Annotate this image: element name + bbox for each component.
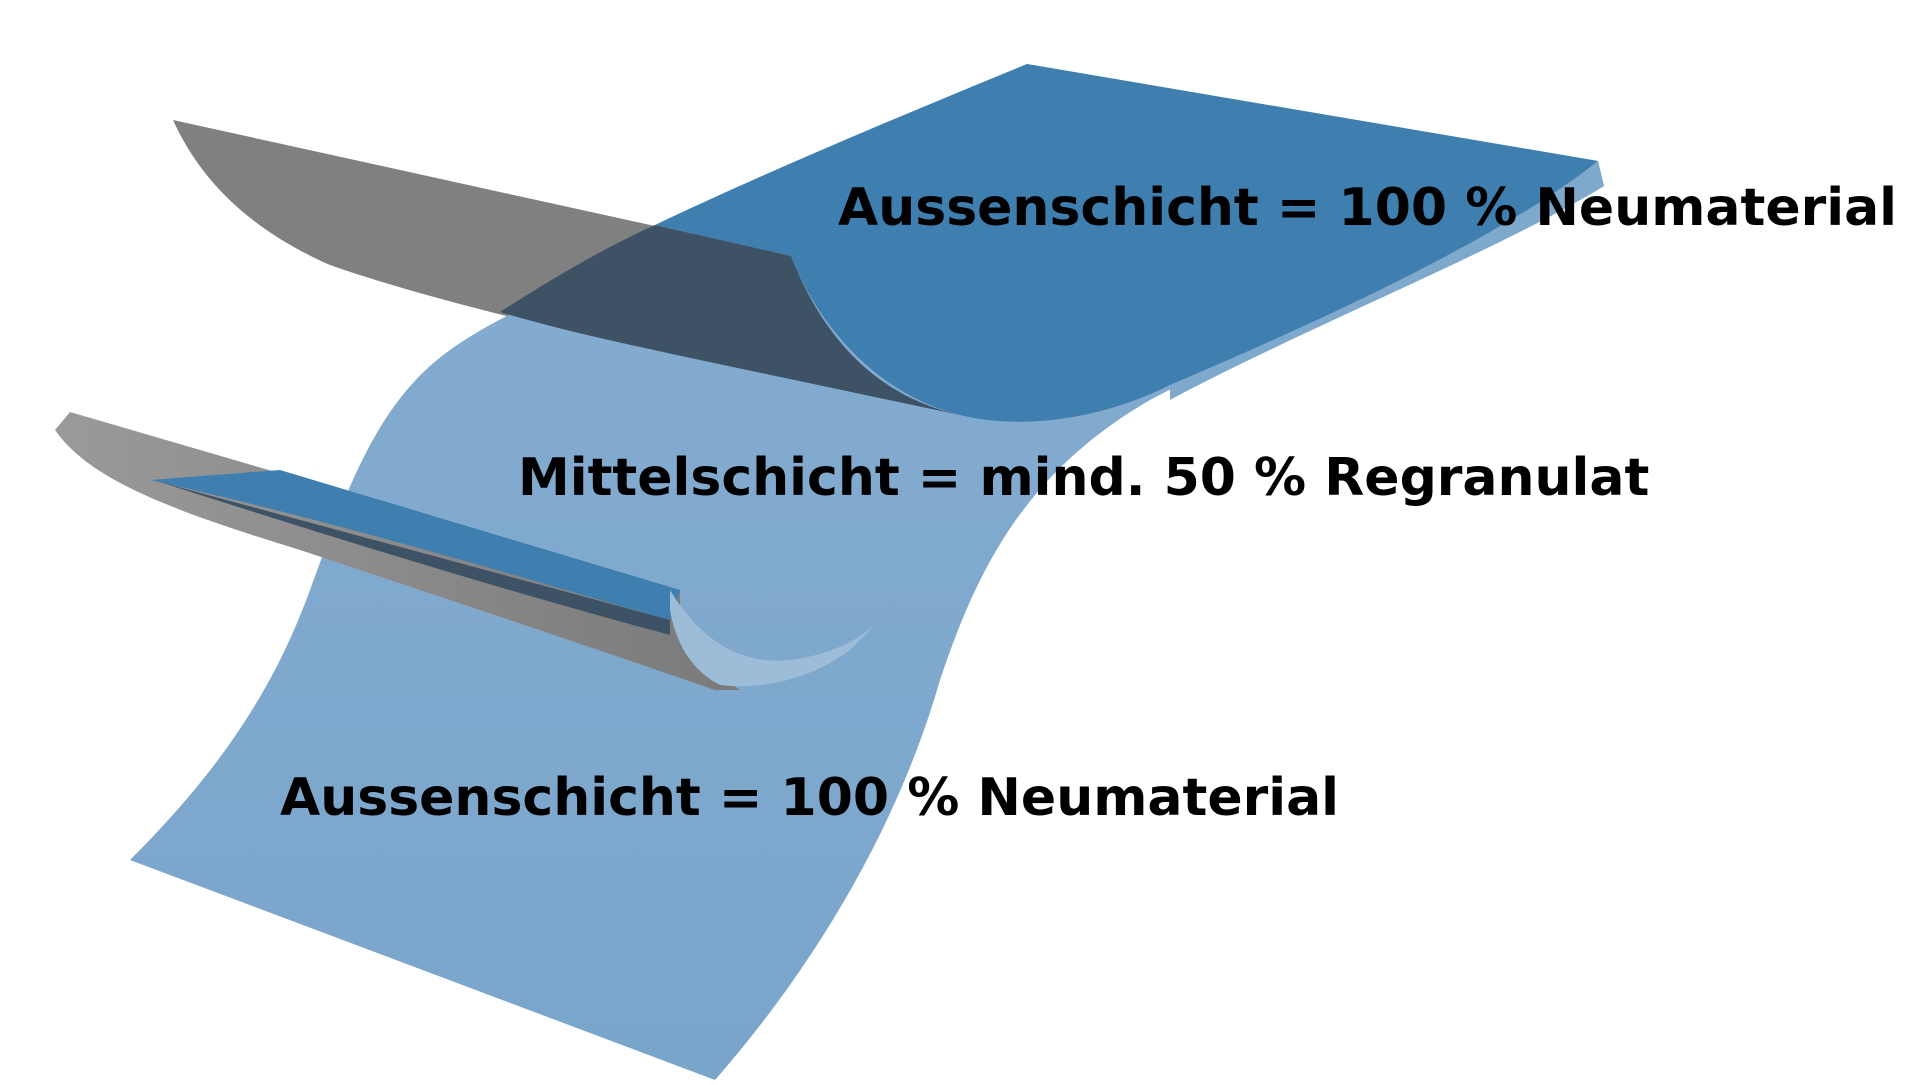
label-outer-layer-top: Aussenschicht = 100 % Neumaterial — [838, 178, 1897, 238]
label-outer-layer-bottom: Aussenschicht = 100 % Neumaterial — [280, 768, 1339, 828]
top-plate-edge — [1170, 161, 1604, 400]
outer-layer-top-sheet — [655, 64, 1598, 422]
lower-blue-strip — [150, 470, 680, 620]
overlap-shadow — [500, 225, 960, 415]
label-middle-layer: Mittelschicht = mind. 50 % Regranulat — [518, 448, 1649, 508]
lower-groove-shadow — [160, 482, 670, 635]
middle-layer-curl — [670, 590, 880, 687]
